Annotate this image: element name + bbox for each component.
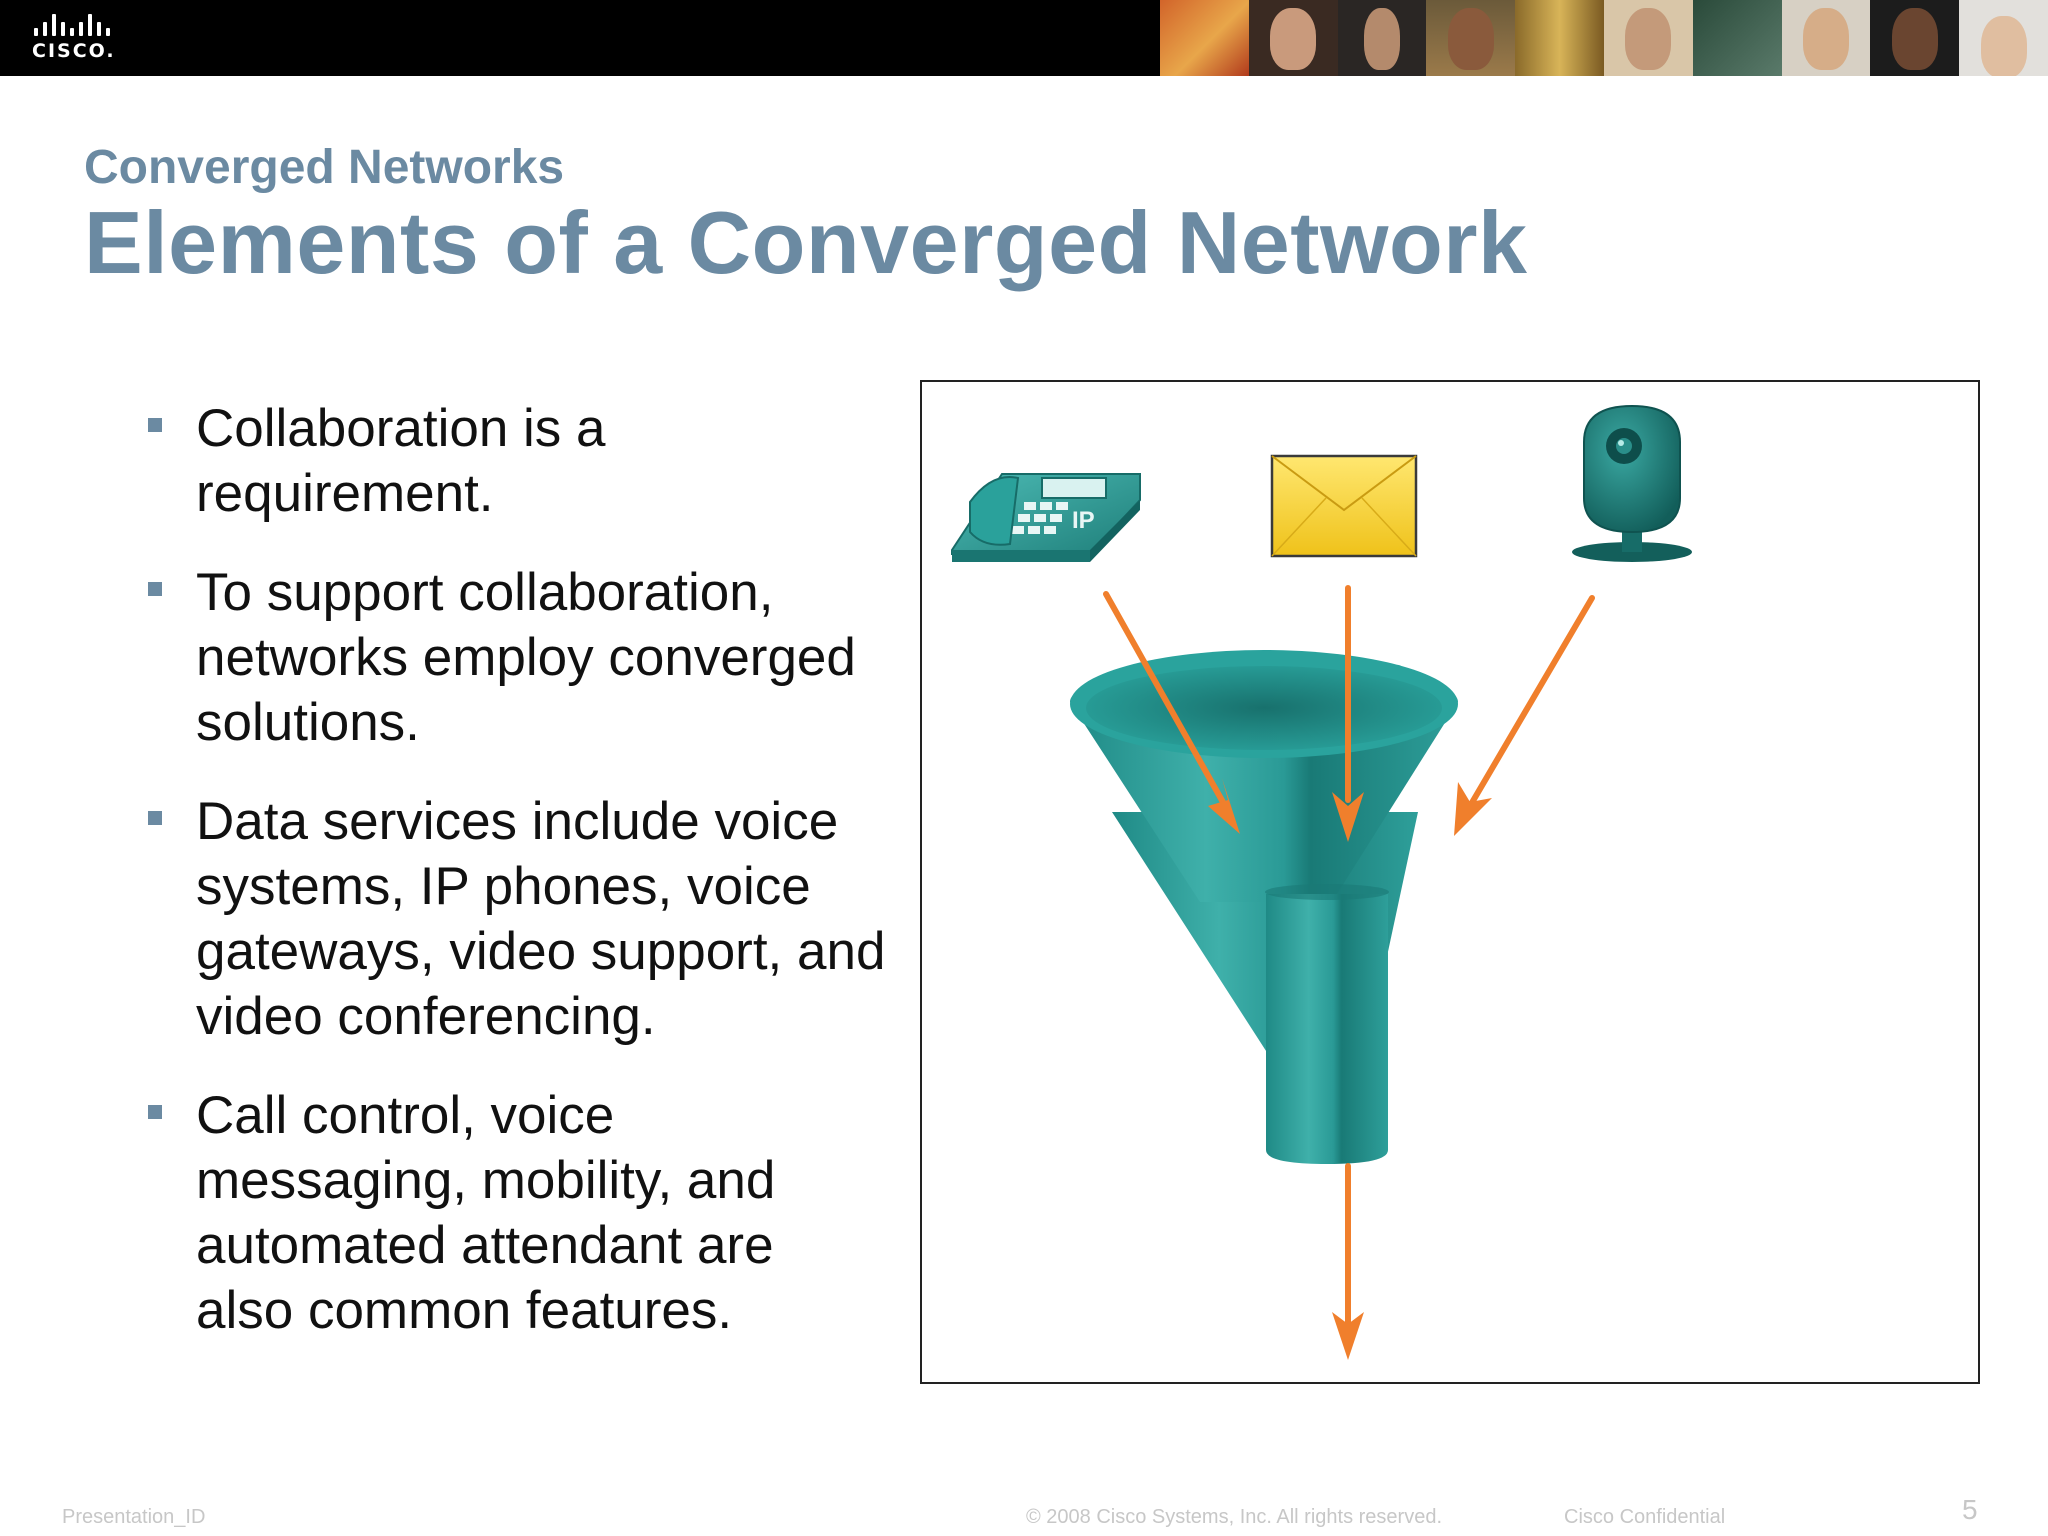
phone-ip-label: IP	[1072, 507, 1095, 534]
funnel-icon	[1070, 650, 1458, 1164]
diagram-svg: IP	[951, 404, 1692, 1360]
bullet-text: Call control, voice messaging, mobility,…	[196, 1086, 776, 1340]
cisco-bridge-icon	[34, 14, 122, 36]
photo-tile	[1870, 0, 1960, 76]
arrow-funnel-output	[1332, 1163, 1364, 1360]
photo-tile	[1337, 0, 1427, 76]
square-bullet-icon	[148, 582, 162, 596]
slide-title: Elements of a Converged Network	[84, 193, 1528, 292]
photo-tile	[1959, 0, 2048, 76]
photo-tile	[1426, 0, 1516, 76]
photo-tile	[1781, 0, 1871, 76]
photo-tile	[1248, 0, 1338, 76]
webcam-icon	[1572, 404, 1692, 562]
photo-tile	[1160, 0, 1249, 76]
cisco-logo: CISCO.	[32, 14, 122, 64]
square-bullet-icon	[148, 1105, 162, 1119]
page-number: 5	[1962, 1494, 1978, 1525]
footer-confidential: Cisco Confidential	[1564, 1506, 1726, 1528]
header-bar: CISCO.	[0, 0, 2048, 76]
ip-phone-icon: IP	[951, 473, 1141, 562]
bullet-item: Collaboration is a requirement.	[144, 396, 884, 526]
logo-text: CISCO.	[32, 40, 116, 62]
email-envelope-icon	[1270, 454, 1418, 558]
footer-copyright: © 2008 Cisco Systems, Inc. All rights re…	[1026, 1506, 1443, 1528]
photo-tile	[1603, 0, 1693, 76]
bullet-text: Data services include voice systems, IP …	[196, 792, 886, 1046]
arrow-webcam-to-funnel	[1454, 595, 1595, 836]
arrow-phone-to-funnel	[1103, 591, 1240, 834]
footer-presentation-id: Presentation_ID	[62, 1506, 206, 1528]
square-bullet-icon	[148, 811, 162, 825]
bullet-item: Call control, voice messaging, mobility,…	[144, 1083, 884, 1343]
photo-tile	[1515, 0, 1604, 76]
converged-network-diagram: IP	[920, 380, 1980, 1384]
arrow-email-to-funnel	[1332, 585, 1364, 842]
slide-subtitle: Converged Networks	[84, 141, 565, 194]
bullet-text: To support collaboration, networks emplo…	[196, 563, 856, 752]
square-bullet-icon	[148, 418, 162, 432]
bullet-item: Data services include voice systems, IP …	[144, 789, 886, 1049]
bullet-item: To support collaboration, networks emplo…	[144, 560, 884, 755]
header-photo-strip	[1160, 0, 2048, 76]
bullet-text: Collaboration is a requirement.	[196, 399, 606, 523]
bullet-list: Collaboration is a requirement. To suppo…	[144, 396, 886, 1377]
photo-tile	[1692, 0, 1782, 76]
